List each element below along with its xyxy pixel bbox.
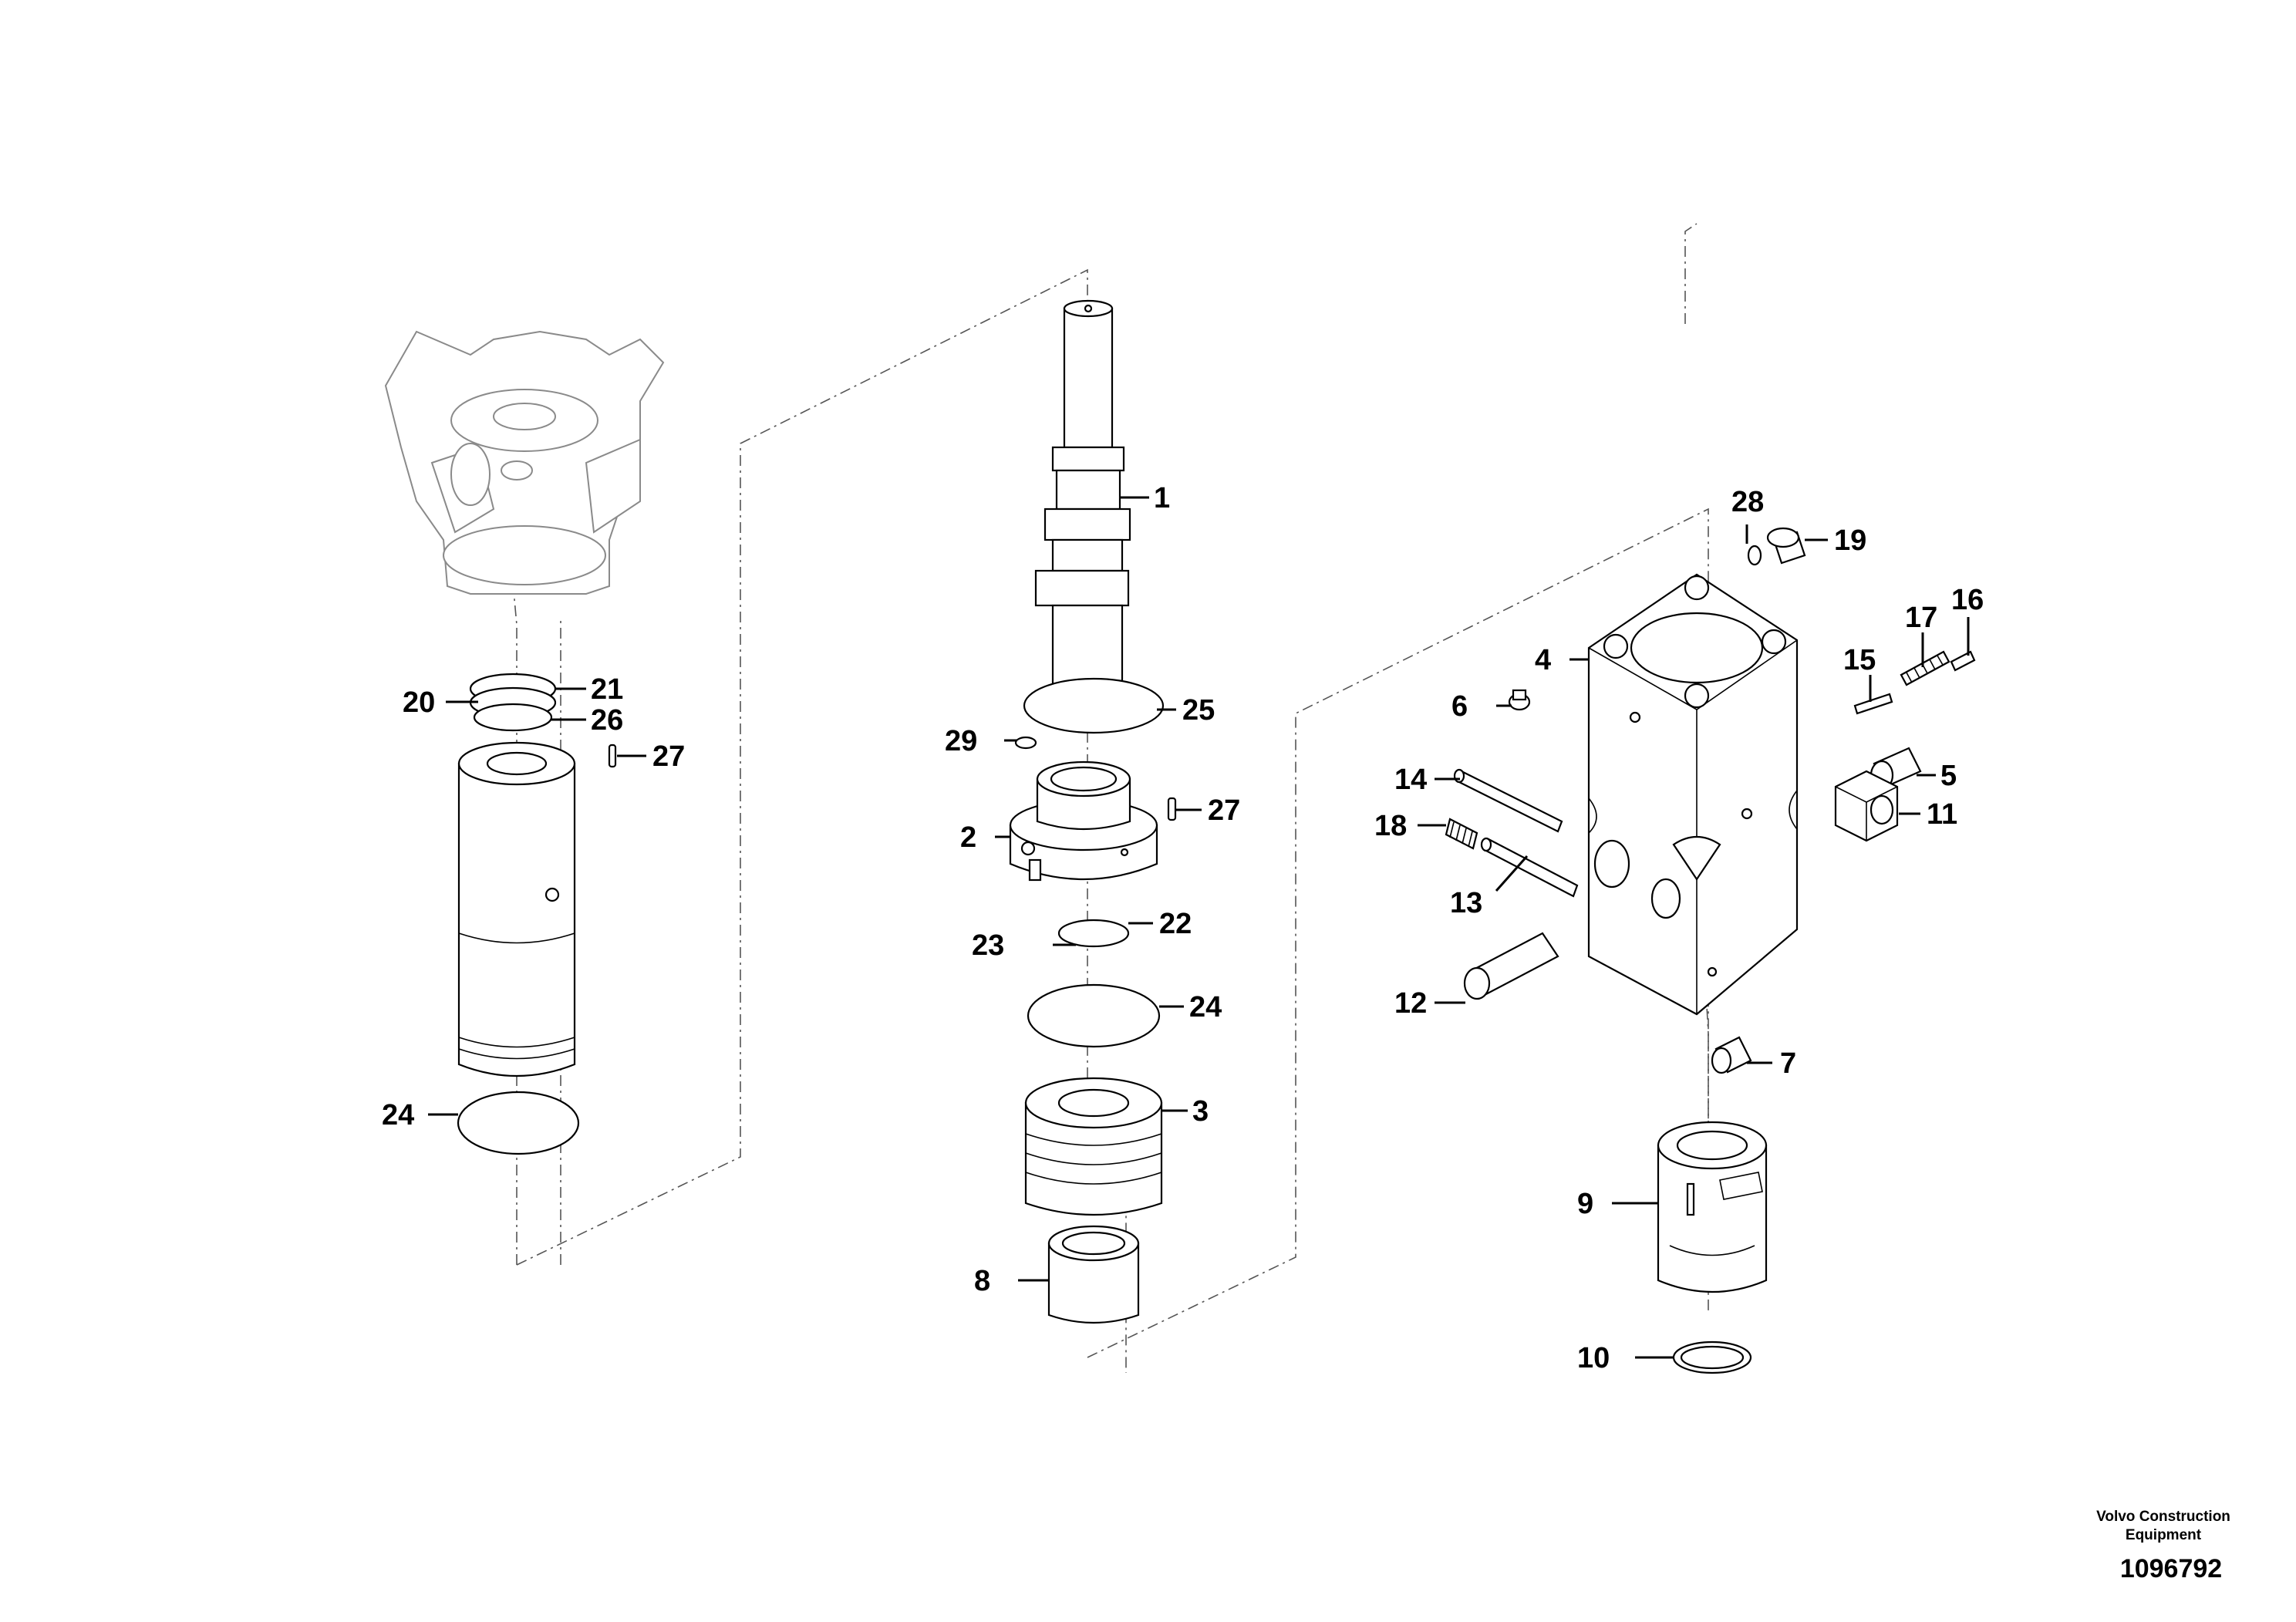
callout-23: 23 [972, 929, 1004, 962]
sleeve-8 [1047, 1225, 1140, 1324]
ball-29 [1014, 736, 1037, 750]
callout-2: 2 [960, 821, 976, 854]
callout-22: 22 [1159, 908, 1192, 940]
callout-13: 13 [1450, 887, 1482, 919]
callout-10: 10 [1577, 1342, 1610, 1374]
seal-rings-20-21 [469, 673, 557, 732]
pin-27-middle [1167, 797, 1177, 821]
pin-16 [1950, 650, 1976, 672]
callout-27-middle: 27 [1208, 794, 1240, 827]
callout-6: 6 [1451, 690, 1468, 723]
callout-27-left: 27 [652, 740, 685, 773]
cylinder-block-4 [1587, 573, 1799, 1016]
valve-sleeve-9 [1657, 1121, 1768, 1293]
callout-24-middle: 24 [1189, 991, 1222, 1023]
pin-27-left [608, 744, 617, 768]
o-ring-24-left [457, 1091, 580, 1155]
callout-8: 8 [974, 1265, 990, 1297]
callout-18: 18 [1374, 810, 1407, 842]
callout-29: 29 [945, 725, 977, 757]
pin-12 [1463, 932, 1559, 1000]
callout-17: 17 [1905, 602, 1937, 634]
valve-block-11 [1834, 770, 1899, 842]
callout-16: 16 [1951, 584, 1984, 616]
washer-25 [1023, 677, 1165, 734]
plug-7 [1711, 1036, 1752, 1074]
drawing-number: 1096792 [2119, 1554, 2223, 1583]
callout-3: 3 [1192, 1095, 1209, 1128]
o-ring-24-middle [1027, 983, 1161, 1048]
cylinder-head-housing [384, 330, 665, 595]
callout-5: 5 [1940, 760, 1957, 792]
fitting-6 [1508, 689, 1531, 711]
leader-lines [428, 496, 1970, 1359]
rod-13 [1480, 837, 1579, 898]
callout-24-left: 24 [382, 1099, 414, 1131]
callout-12: 12 [1394, 987, 1427, 1020]
guide-bushing-2 [1009, 760, 1158, 882]
plug-19 [1766, 527, 1806, 565]
callout-14: 14 [1394, 764, 1427, 796]
manufacturer-caption: Volvo Construction Equipment [2096, 1509, 2230, 1543]
ring-28 [1747, 545, 1762, 566]
callout-11: 11 [1927, 798, 1957, 831]
piston [1034, 299, 1131, 723]
callout-1: 1 [1154, 482, 1170, 514]
spring-18 [1445, 818, 1478, 850]
callout-15: 15 [1843, 644, 1876, 676]
pin-15 [1853, 693, 1893, 715]
callout-9: 9 [1577, 1188, 1593, 1220]
seal-ring-10 [1672, 1340, 1752, 1374]
callout-28: 28 [1731, 486, 1764, 518]
callout-19: 19 [1834, 524, 1866, 557]
rod-14 [1453, 768, 1563, 833]
callout-21: 21 [591, 673, 623, 706]
callout-labels: 1 2 3 4 5 6 7 8 9 10 11 12 13 14 15 16 1… [382, 482, 1984, 1374]
callout-7: 7 [1780, 1047, 1796, 1080]
callout-25: 25 [1182, 694, 1215, 727]
callout-20: 20 [403, 686, 435, 719]
ring-22-23 [1057, 919, 1130, 948]
spring-17 [1900, 650, 1950, 686]
callout-4: 4 [1535, 644, 1551, 676]
callout-26: 26 [591, 704, 623, 737]
cylinder-liner [457, 741, 576, 1077]
bushing-3 [1024, 1077, 1163, 1216]
